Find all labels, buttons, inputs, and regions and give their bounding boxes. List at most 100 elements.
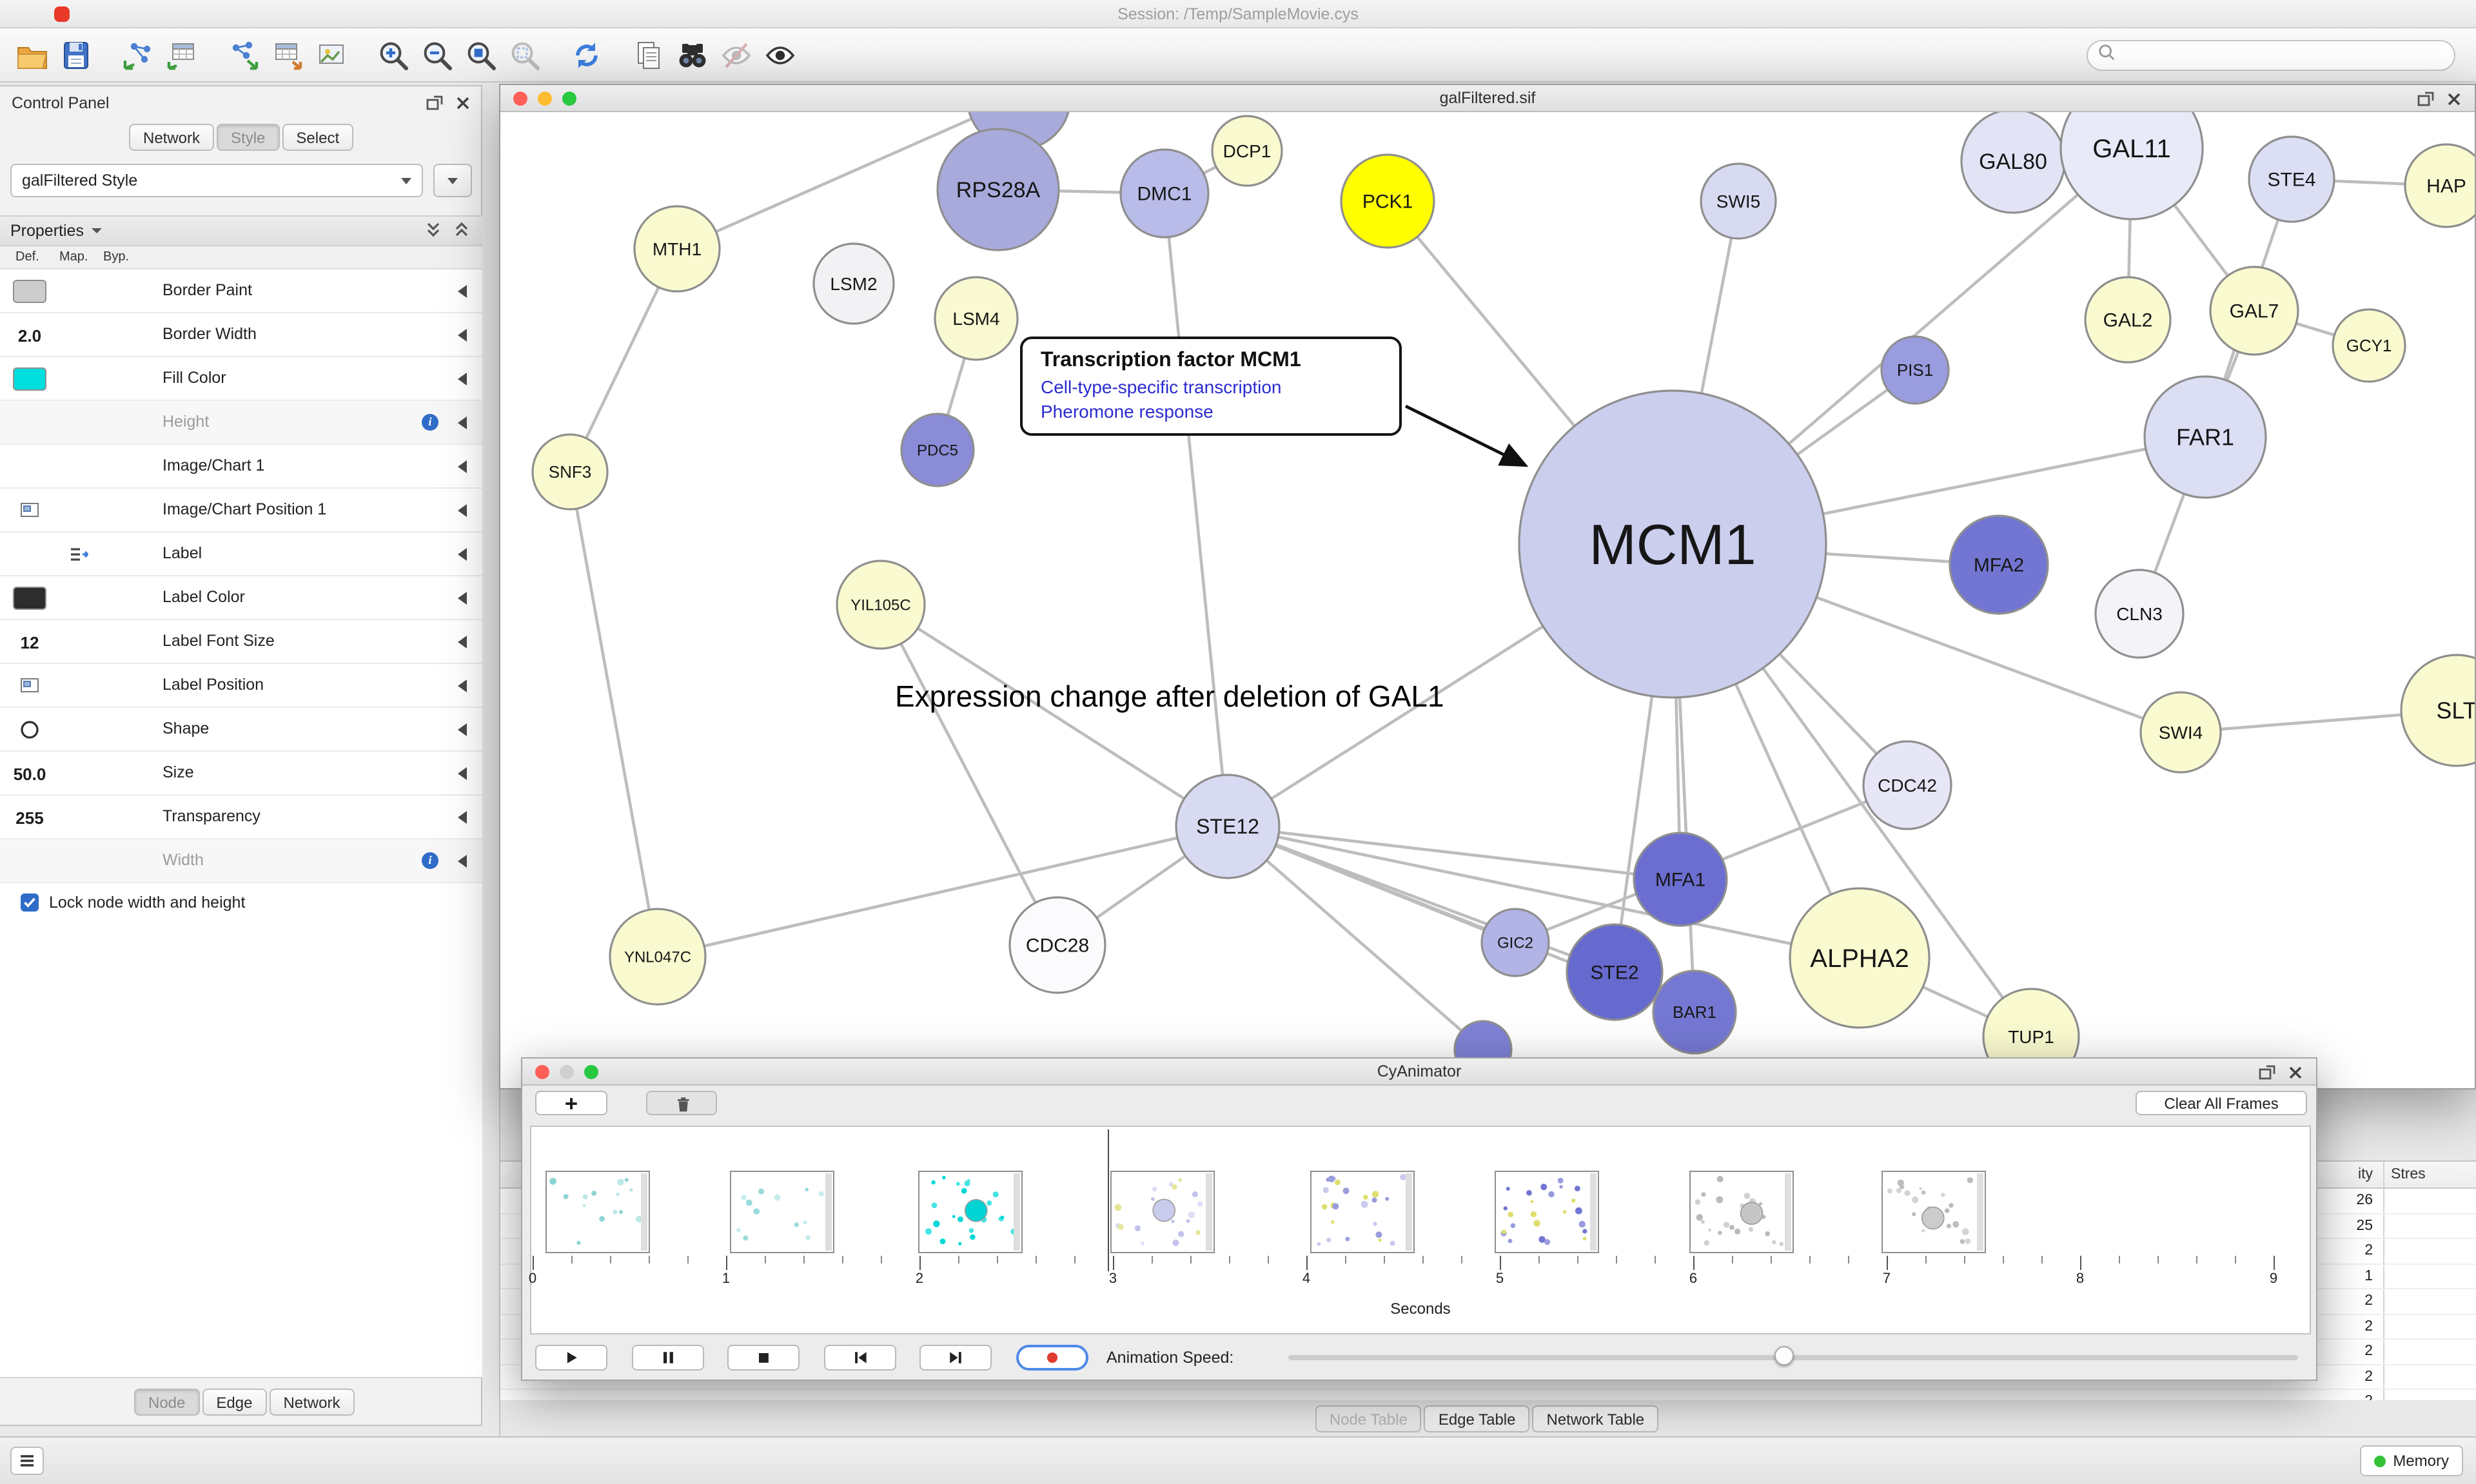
annotation-box[interactable]: Transcription factor MCM1 Cell-type-spec… (1020, 337, 1402, 436)
refresh-icon[interactable] (565, 33, 609, 77)
mapping-cell[interactable] (54, 401, 103, 445)
export-network-icon[interactable] (222, 33, 266, 77)
network-node-dcp1[interactable]: DCP1 (1211, 115, 1283, 187)
property-row-border-paint[interactable]: Border Paint (0, 269, 482, 313)
export-image-icon[interactable] (310, 33, 353, 77)
network-node-pck1[interactable]: PCK1 (1340, 153, 1435, 249)
status-list-button[interactable] (10, 1447, 44, 1475)
bypass-cell[interactable] (103, 489, 152, 532)
play-button[interactable] (535, 1345, 607, 1371)
close-panel-icon[interactable] (453, 93, 473, 120)
network-node-swi5[interactable]: SWI5 (1700, 162, 1777, 240)
property-row-image-chart-1[interactable]: Image/Chart 1 (0, 445, 482, 489)
snapshot-icon[interactable] (627, 33, 671, 77)
network-node-hap[interactable]: HAP (2404, 143, 2475, 228)
default-value-cell[interactable] (5, 357, 54, 401)
zoom-fit-icon[interactable] (459, 33, 503, 77)
property-row-label-color[interactable]: Label Color (0, 576, 482, 620)
network-node-cdc42[interactable]: CDC42 (1862, 740, 1952, 830)
mapping-cell[interactable] (54, 489, 103, 532)
float-window-icon[interactable] (2415, 89, 2436, 116)
save-session-icon[interactable] (54, 33, 98, 77)
mapping-cell[interactable] (54, 796, 103, 839)
expand-row-icon[interactable] (458, 723, 467, 736)
network-node-snf3[interactable]: SNF3 (531, 433, 609, 511)
style-dropdown[interactable]: galFiltered Style (10, 164, 423, 197)
expand-row-icon[interactable] (458, 767, 467, 780)
expand-row-icon[interactable] (458, 460, 467, 473)
export-table-icon[interactable] (266, 33, 310, 77)
float-panel-icon[interactable] (424, 93, 445, 120)
property-row-image-chart-position-1[interactable]: Image/Chart Position 1 (0, 489, 482, 532)
network-node-mfa1[interactable]: MFA1 (1633, 832, 1728, 927)
default-value-cell[interactable] (5, 839, 54, 883)
bypass-cell[interactable] (103, 532, 152, 576)
expand-row-icon[interactable] (458, 548, 467, 561)
default-value-cell[interactable]: 2.0 (17, 326, 42, 345)
frame-thumbnail-7[interactable] (1882, 1171, 1986, 1253)
default-value-cell[interactable]: 255 (15, 808, 44, 827)
first-neighbors-icon[interactable] (671, 33, 714, 77)
mapping-cell[interactable] (54, 752, 103, 796)
bypass-cell[interactable] (103, 664, 152, 708)
bypass-cell[interactable] (103, 708, 152, 752)
open-session-icon[interactable] (10, 33, 54, 77)
animation-speed-knob[interactable] (1774, 1346, 1794, 1365)
network-node-gal11[interactable]: GAL11 (2059, 112, 2204, 220)
default-value-cell[interactable]: 12 (20, 632, 39, 652)
search-input[interactable] (2116, 46, 2454, 64)
frame-thumbnail-5[interactable] (1495, 1171, 1599, 1253)
mapping-cell[interactable] (54, 445, 103, 489)
cyanimator-titlebar[interactable]: CyAnimator (522, 1059, 2316, 1086)
network-node-gic2[interactable]: GIC2 (1480, 908, 1550, 977)
properties-header[interactable]: Properties (0, 215, 482, 246)
delete-frame-button[interactable] (646, 1091, 717, 1115)
table-column-header[interactable]: ity (2358, 1167, 2373, 1182)
bypass-cell[interactable] (103, 357, 152, 401)
network-node-cdc28[interactable]: CDC28 (1008, 896, 1106, 994)
expand-row-icon[interactable] (458, 416, 467, 429)
frame-thumbnail-6[interactable] (1689, 1171, 1794, 1253)
bypass-cell[interactable] (103, 269, 152, 313)
network-node-ste12[interactable]: STE12 (1175, 774, 1281, 879)
network-node-ynl047c[interactable]: YNL047C (609, 908, 707, 1006)
panel-tab-node[interactable]: Node (134, 1389, 200, 1416)
zoom-in-icon[interactable] (371, 33, 415, 77)
expand-all-icon[interactable] (451, 219, 472, 243)
network-node-mfa2[interactable]: MFA2 (1949, 514, 2049, 615)
clear-all-frames-button[interactable]: Clear All Frames (2136, 1091, 2307, 1115)
network-node-gal2[interactable]: GAL2 (2084, 276, 2172, 364)
import-network-icon[interactable] (116, 33, 160, 77)
panel-tab-edge[interactable]: Edge (202, 1389, 267, 1416)
network-node-cln3[interactable]: CLN3 (2094, 569, 2185, 659)
expand-row-icon[interactable] (458, 592, 467, 605)
mapping-cell[interactable] (54, 532, 103, 576)
mapping-cell[interactable] (54, 357, 103, 401)
memory-button[interactable]: Memory (2359, 1445, 2463, 1476)
mapping-cell[interactable] (54, 620, 103, 664)
tab-select[interactable]: Select (282, 124, 354, 151)
default-value-cell[interactable] (5, 445, 54, 489)
tab-network[interactable]: Network (129, 124, 215, 151)
bypass-cell[interactable] (103, 401, 152, 445)
close-window-icon[interactable] (2285, 1062, 2306, 1089)
network-node-pis1[interactable]: PIS1 (1880, 335, 1950, 405)
close-window-button[interactable] (535, 1065, 549, 1079)
playhead[interactable] (1108, 1129, 1109, 1271)
bypass-cell[interactable] (103, 620, 152, 664)
table-tab-network-table[interactable]: Network Table (1532, 1405, 1659, 1432)
pause-button[interactable] (632, 1345, 704, 1371)
property-row-shape[interactable]: Shape (0, 708, 482, 752)
property-row-label[interactable]: Label (0, 532, 482, 576)
float-window-icon[interactable] (2257, 1062, 2277, 1089)
table-tab-node-table[interactable]: Node Table (1315, 1405, 1422, 1432)
property-row-label-position[interactable]: Label Position (0, 664, 482, 708)
close-window-button[interactable] (513, 92, 527, 106)
network-node-pdc5[interactable]: PDC5 (900, 413, 975, 487)
network-window-titlebar[interactable]: galFiltered.sif (500, 85, 2475, 112)
